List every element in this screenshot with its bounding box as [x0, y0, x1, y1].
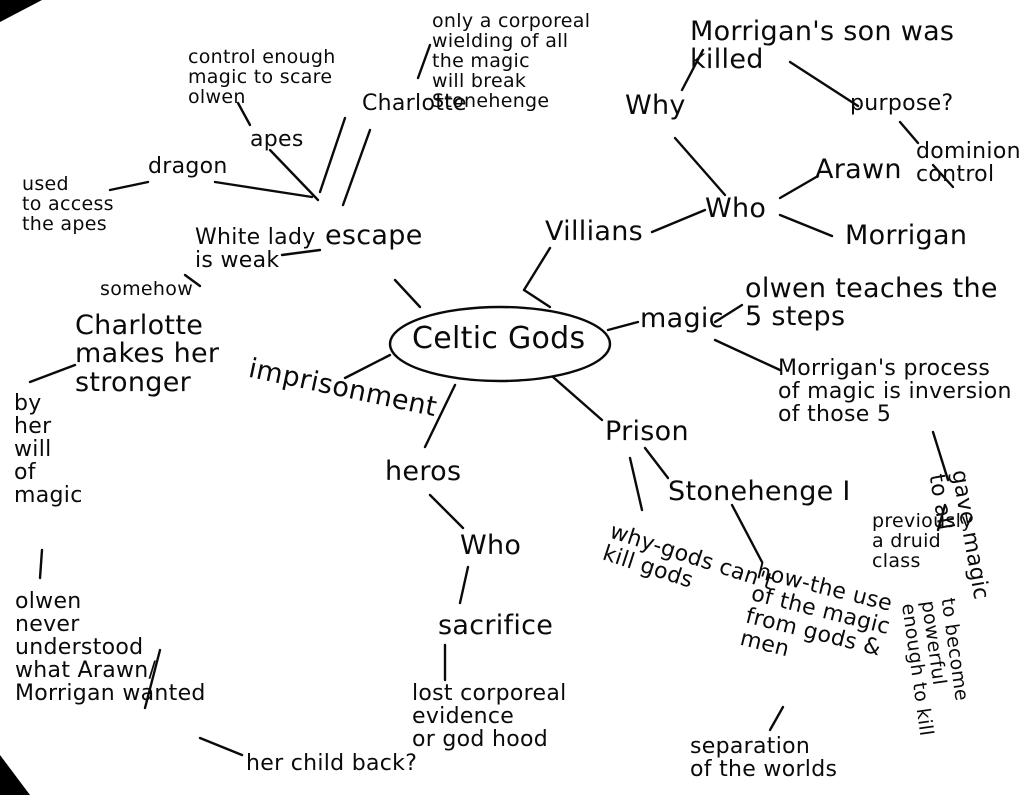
line-magic-olwen	[713, 303, 744, 324]
line-charlotte-escape	[318, 116, 347, 194]
line-dragon-used	[108, 180, 150, 192]
node-stonehenge: Stonehenge I	[668, 476, 851, 507]
node-who-heros: Who	[460, 530, 522, 561]
line-wanted-child	[198, 736, 244, 757]
node-prison: Prison	[605, 416, 689, 447]
node-control-enough: control enough magic to scare olwen	[188, 46, 336, 108]
line-apes-escape	[268, 148, 320, 202]
node-heros: heros	[385, 456, 462, 487]
line-who-arawn	[778, 174, 820, 200]
line-center-escape	[393, 278, 422, 309]
line-center-imprisonment	[343, 353, 392, 380]
node-lost-corporeal: lost corporeal evidence or god hood	[412, 681, 567, 753]
line-heros-who	[428, 493, 465, 530]
node-sacrifice: sacrifice	[438, 610, 554, 641]
line-magic-olwen-never	[38, 548, 44, 580]
line-magic-process	[713, 338, 782, 372]
node-who-villians: Who	[705, 193, 767, 224]
node-magic: magic	[640, 303, 724, 334]
line-whitelady-somehow	[183, 273, 202, 288]
line-villians-up	[522, 246, 552, 292]
line-who-why	[673, 136, 727, 197]
node-olwen-teaches: olwen teaches the 5 steps	[745, 273, 998, 333]
line-apes-control	[236, 101, 252, 127]
line-villians-who	[650, 208, 707, 234]
node-why: Why	[625, 90, 686, 121]
line-olwen-wanted	[143, 648, 162, 710]
node-apes: apes	[250, 127, 304, 152]
line-why-son	[680, 48, 705, 92]
node-her-child: her child back?	[246, 751, 418, 776]
node-charlotte-top: Charlotte	[362, 91, 467, 116]
node-purpose: purpose?	[850, 91, 954, 116]
line-dominion-control	[931, 163, 955, 189]
node-used-access: used to access the apes	[22, 173, 114, 235]
line-center-villians	[522, 288, 552, 309]
line-who-morrigan	[778, 213, 834, 238]
line-prison-whygods	[628, 456, 644, 512]
line-how-separation	[768, 705, 785, 732]
line-prison-stonehenge	[643, 446, 670, 480]
line-escape-charlotte	[341, 128, 372, 207]
node-morrigan: Morrigan	[845, 220, 968, 251]
line-corporeal-tick	[416, 43, 432, 80]
line-who-sacrifice	[458, 565, 470, 605]
line-son-purpose	[788, 60, 860, 108]
line-escape-whitelady	[280, 248, 322, 257]
node-previously: previously a druid class	[872, 510, 973, 572]
corner-mark-bottom-left	[0, 755, 30, 795]
node-escape: escape	[325, 220, 423, 251]
node-morrigan-process: Morrigan's process of magic is inversion…	[778, 356, 1012, 428]
line-stonehenge-how	[730, 503, 764, 564]
line-gave-tick	[936, 503, 947, 532]
node-charlotte-stronger: Charlotte makes her stronger	[75, 310, 220, 398]
node-somehow: somehow	[100, 278, 194, 300]
line-imprisonment-charlotte	[28, 363, 77, 384]
line-process-gave	[931, 430, 950, 482]
node-white-lady: White lady is weak	[195, 225, 316, 274]
node-villians: Villians	[545, 216, 644, 247]
line-center-heros	[423, 383, 457, 449]
line-center-magic	[606, 320, 640, 332]
corner-mark-top-left	[0, 0, 42, 22]
node-morrigan-son: Morrigan's son was killed	[690, 16, 955, 76]
node-by-her: by her will of magic	[14, 391, 83, 509]
node-olwen-never: olwen never understood what Arawn/ Morri…	[15, 589, 206, 707]
node-dominion: dominion control	[916, 139, 1021, 188]
node-arawn: Arawn	[815, 154, 902, 185]
center-oval	[388, 305, 612, 383]
center-topic: Celtic Gods	[412, 321, 586, 356]
line-purpose-dominion	[898, 120, 920, 145]
line-dragon-escape	[213, 180, 314, 199]
node-dragon: dragon	[148, 154, 228, 179]
node-corporeal-wielding: only a corporeal wielding of all the mag…	[432, 10, 591, 112]
node-separation: separation of the worlds	[690, 734, 838, 783]
line-center-prison	[551, 375, 604, 422]
